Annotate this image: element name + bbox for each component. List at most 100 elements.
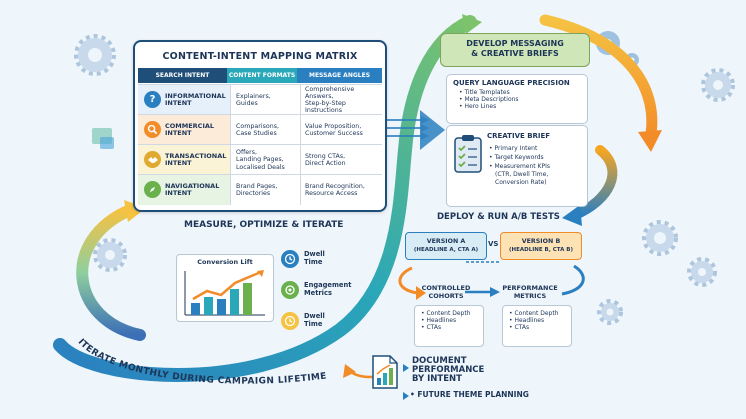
clipboard-icon bbox=[454, 135, 482, 173]
format-text: Case Studies bbox=[236, 130, 277, 137]
brief-title: CREATIVE BRIEF bbox=[487, 132, 551, 140]
brief-item: Target Keywords bbox=[489, 154, 543, 161]
matrix-header-formats: CONTENT FORMATS bbox=[227, 68, 297, 83]
version-b-sub: (HEADLINE B, CTA B) bbox=[509, 247, 573, 253]
intent-label: INTENT bbox=[165, 159, 192, 167]
metric-engagement: Engagement Metrics bbox=[304, 281, 351, 297]
qlp-item: Hero Lines bbox=[459, 103, 587, 110]
cohort-list-item: Content Depth bbox=[421, 310, 483, 317]
content-intent-matrix: CONTENT-INTENT MAPPING MATRIX SEARCH INT… bbox=[133, 40, 387, 212]
messaging-banner: DEVELOP MESSAGING & CREATIVE BRIEFS bbox=[440, 33, 590, 67]
metric-label: Time bbox=[304, 320, 323, 328]
matrix-header-intent: SEARCH INTENT bbox=[138, 68, 227, 83]
metric-dwell-time-2: Dwell Time bbox=[304, 312, 325, 328]
angle-text: Comprehensive Answers, bbox=[305, 85, 355, 100]
angles-cell: Comprehensive Answers, Step-by-Step Inst… bbox=[300, 85, 382, 115]
formats-cell: Brand Pages, Directories bbox=[230, 175, 300, 205]
metric-label: Dwell bbox=[304, 312, 325, 320]
matrix-row-transactional: TRANSACTIONAL INTENT Offers, Landing Pag… bbox=[138, 144, 382, 175]
cohorts-label: COHORTS bbox=[428, 292, 464, 300]
cohorts-label: CONTROLLED bbox=[421, 284, 471, 292]
brief-item: Primary Intent bbox=[489, 145, 537, 152]
format-text: Offers, bbox=[236, 149, 258, 157]
angle-text: Value Proposition, bbox=[305, 122, 362, 130]
formats-cell: Offers, Landing Pages, Localised Deals bbox=[230, 145, 300, 175]
angle-text: Step-by-Step Instructions bbox=[305, 100, 346, 115]
conversion-lift-card: Conversion Lift bbox=[176, 254, 274, 322]
metrics-list-item: Content Depth bbox=[509, 310, 571, 317]
deploy-title: DEPLOY & RUN A/B TESTS bbox=[437, 212, 560, 222]
metrics-list-item: CTAs bbox=[509, 324, 571, 331]
intent-label: COMMERCIAL bbox=[165, 121, 215, 130]
controlled-cohorts: CONTROLLED COHORTS bbox=[420, 284, 472, 300]
chart-title: Conversion Lift bbox=[197, 258, 253, 266]
qlp-title: QUERY LANGUAGE PRECISION bbox=[453, 79, 570, 87]
metrics-list: Content Depth Headlines CTAs bbox=[502, 305, 572, 347]
angle-text: Direct Action bbox=[305, 160, 346, 167]
matrix-row-commercial: COMMERCIAL INTENT Comparisons, Case Stud… bbox=[138, 114, 382, 145]
format-text: Directories bbox=[236, 190, 271, 197]
vs-label: VS bbox=[488, 240, 499, 248]
document-performance: DOCUMENT PERFORMANCE BY INTENT bbox=[412, 357, 484, 384]
format-text: Explainers, bbox=[236, 92, 271, 100]
version-b-label: VERSION B bbox=[521, 238, 561, 245]
brief-kpi-detail: (CTR, Dwell Time, bbox=[495, 171, 549, 178]
angles-cell: Brand Recognition, Resource Access bbox=[300, 175, 382, 205]
clock-icon bbox=[281, 250, 299, 268]
compass-icon bbox=[144, 181, 161, 198]
brief-kpi-detail: Conversion Rate) bbox=[495, 179, 547, 186]
angles-cell: Value Proposition, Customer Success bbox=[300, 115, 382, 145]
intent-label: INTENT bbox=[165, 189, 192, 197]
future-label: FUTURE THEME PLANNING bbox=[417, 390, 529, 399]
matrix-row-informational: INFORMATIONAL INTENT ? Explainers, Guide… bbox=[138, 84, 382, 115]
version-a-box: VERSION A (HEADLINE A, CTA A) bbox=[405, 232, 487, 260]
qlp-item: Meta Descriptions bbox=[459, 96, 587, 103]
query-language-card: QUERY LANGUAGE PRECISION Title Templates… bbox=[446, 74, 588, 124]
angle-text: Customer Success bbox=[305, 130, 363, 137]
doc-label: PERFORMANCE bbox=[412, 365, 485, 375]
intent-label: INFORMATIONAL bbox=[165, 91, 226, 100]
metric-label: Dwell bbox=[304, 250, 325, 258]
angle-text: Strong CTAs, bbox=[305, 152, 346, 160]
formats-cell: Explainers, Guides bbox=[230, 85, 300, 115]
intent-label: INTENT bbox=[165, 129, 192, 137]
handshake-icon bbox=[144, 151, 161, 168]
doc-label: DOCUMENT bbox=[412, 356, 467, 366]
messaging-title: & CREATIVE BRIEFS bbox=[471, 49, 559, 58]
format-text: Localised Deals bbox=[236, 163, 285, 171]
format-text: Brand Pages, bbox=[236, 182, 278, 190]
intent-label: TRANSACTIONAL bbox=[165, 151, 227, 160]
metrics-label: PERFORMANCE bbox=[502, 284, 558, 292]
metrics-list-item: Headlines bbox=[509, 317, 571, 324]
format-text: Landing Pages, bbox=[236, 156, 284, 164]
bar-chart-icon bbox=[184, 270, 265, 316]
intent-label: INTENT bbox=[165, 99, 192, 107]
qlp-item: Title Templates bbox=[459, 89, 587, 96]
matrix-title: CONTENT-INTENT MAPPING MATRIX bbox=[162, 51, 358, 62]
doc-label: BY INTENT bbox=[412, 374, 462, 384]
format-text: Comparisons, bbox=[236, 122, 279, 130]
clock-icon bbox=[281, 312, 299, 330]
metric-label: Metrics bbox=[304, 289, 332, 297]
cohort-list-item: Headlines bbox=[421, 317, 483, 324]
intent-label: NAVIGATIONAL bbox=[165, 181, 220, 190]
question-icon: ? bbox=[144, 91, 161, 108]
version-b-box: VERSION B (HEADLINE B, CTA B) bbox=[500, 232, 582, 260]
cohort-list: Content Depth Headlines CTAs bbox=[414, 305, 484, 347]
angle-text: Brand Recognition, bbox=[305, 182, 365, 190]
future-theme-planning: • FUTURE THEME PLANNING bbox=[410, 390, 529, 399]
engagement-icon bbox=[281, 281, 299, 299]
matrix-header-angles: MESSAGE ANGLES bbox=[297, 68, 382, 83]
metric-dwell-time: Dwell Time bbox=[304, 250, 325, 266]
cohort-list-item: CTAs bbox=[421, 324, 483, 331]
angle-text: Resource Access bbox=[305, 190, 358, 197]
messaging-title: DEVELOP MESSAGING bbox=[466, 39, 564, 48]
creative-brief-card: CREATIVE BRIEF Primary Intent Target Key… bbox=[446, 125, 588, 207]
brief-item: Measurement KPIs bbox=[489, 163, 550, 170]
angles-cell: Strong CTAs, Direct Action bbox=[300, 145, 382, 175]
metrics-label: METRICS bbox=[513, 292, 547, 300]
version-a-label: VERSION A bbox=[426, 238, 466, 245]
measure-title: MEASURE, OPTIMIZE & ITERATE bbox=[184, 220, 344, 230]
magnifier-icon bbox=[144, 121, 161, 138]
